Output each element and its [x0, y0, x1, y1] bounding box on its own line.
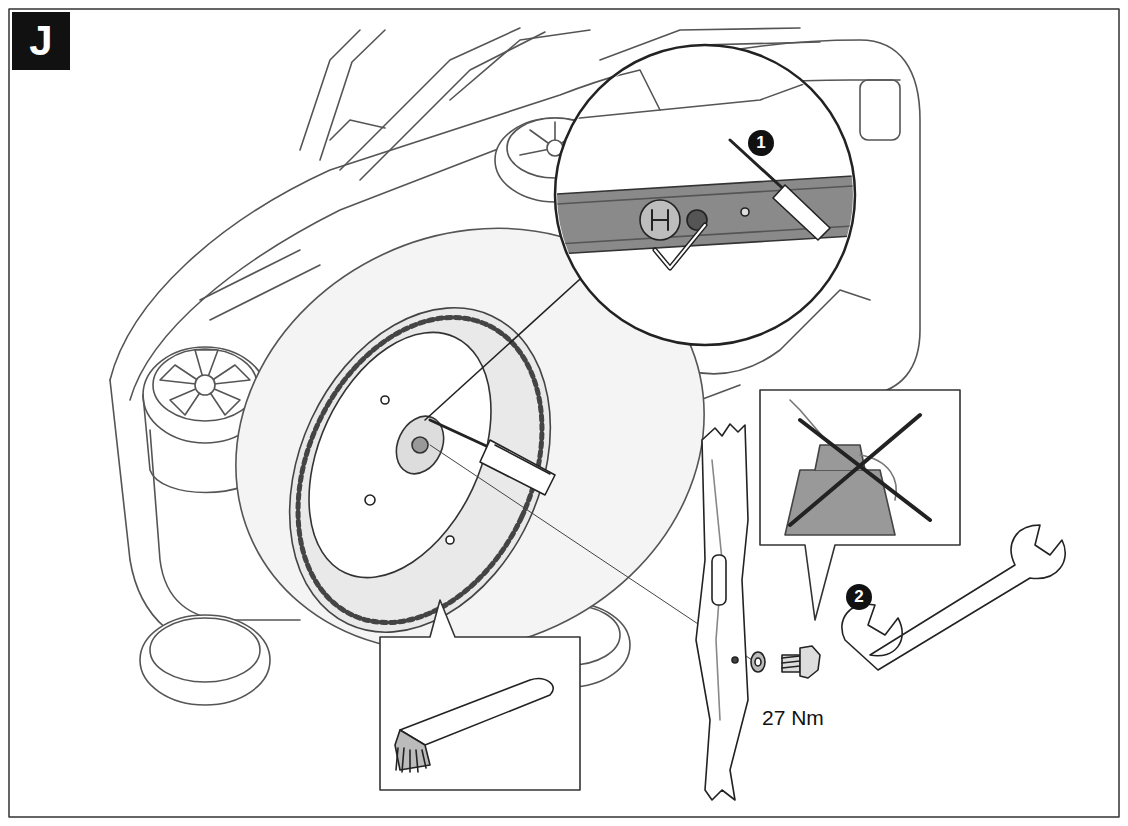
- callout-number: 1: [748, 130, 774, 156]
- panel-letter: J: [12, 12, 70, 70]
- washer-bolt: [751, 646, 820, 678]
- wrench: [842, 525, 1065, 670]
- torque-value: 27 Nm: [762, 706, 824, 730]
- brush-box: [380, 600, 580, 790]
- detail-zoom: [540, 45, 870, 345]
- panel-frame: [9, 9, 1119, 817]
- leader-line: [425, 270, 590, 420]
- no-oil-box: [760, 390, 960, 620]
- cutting-blade: [696, 424, 748, 800]
- callout-number: 2: [846, 584, 872, 610]
